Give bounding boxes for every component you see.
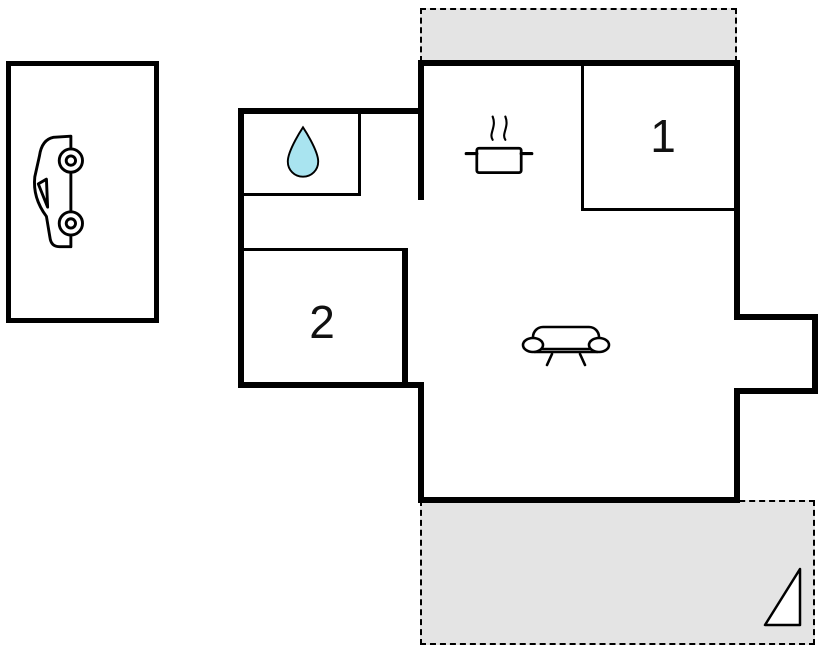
wall-closet-top [734,314,818,320]
wall-closet-bottom [734,388,818,394]
wall-main-left-lower [418,382,424,503]
water-drop-icon [286,125,320,178]
garage [6,61,159,323]
cooking-pot-icon [464,115,534,174]
sofa-icon [521,325,611,367]
wall-main-right-upper [734,60,740,320]
wall-hall-bottom [241,248,405,251]
wall-bedroom1-left [581,63,584,211]
wall-bedroom1-bottom [581,208,737,211]
wall-bathroom-right [358,111,361,196]
wall-closet-right [812,314,818,394]
wall-bedroom2-right [402,248,408,388]
bedroom-2-label: 2 [309,296,335,348]
wall-main-left-upper [418,60,424,200]
wall-main-bottom [418,497,740,503]
wall-main-top [418,60,740,66]
car-icon [33,134,84,249]
triangle-compass-icon [763,567,802,627]
terrace-top [420,8,737,62]
wall-main-right-lower [734,388,740,503]
terrace-bottom [420,500,815,645]
wall-annex-bottom [238,382,424,388]
bedroom-1-label: 1 [650,110,676,162]
wall-annex-top [238,108,424,114]
wall-bathroom-bottom [241,193,361,196]
